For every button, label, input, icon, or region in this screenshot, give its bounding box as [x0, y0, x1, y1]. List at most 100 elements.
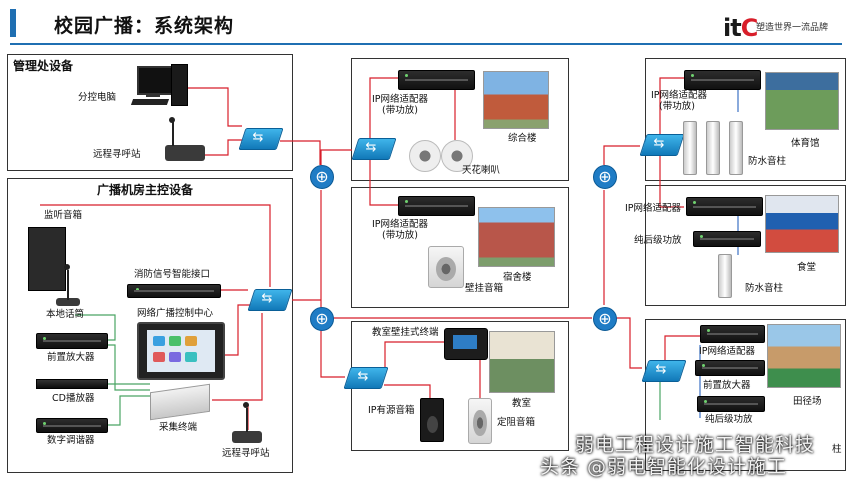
wire-right-globe-lower [615, 317, 642, 369]
control-room-title: 广播机房主控设备 [97, 183, 194, 197]
field-preamp-label: 前置放大器 [703, 380, 751, 391]
field-building-label: 田径场 [793, 396, 822, 407]
gym-adapter-label: IP网络适配器(带功放) [651, 90, 707, 112]
gym-building-label: 体育馆 [791, 138, 820, 149]
gym-column-speaker-icon-3 [729, 121, 743, 175]
network-globe-icon-left-lower: ⊕ [310, 307, 334, 331]
field-adapter-label: IP网络适配器 [699, 346, 756, 357]
fixed-speaker-icon [468, 398, 492, 444]
wire-center-switch [222, 304, 252, 356]
ceiling-speaker-icon-1 [409, 140, 441, 172]
wire-cls-switch-ipspk [384, 384, 431, 400]
fixed-speaker-label: 定阻音箱 [497, 417, 536, 428]
wire-complex-switch-dorm [369, 158, 398, 206]
gym-building-photo [765, 72, 839, 130]
gym-adapter-note: (带功放) [659, 101, 695, 112]
canteen-building-photo [765, 195, 839, 253]
gym-adapter-name: IP网络适配器 [651, 90, 708, 101]
cd-player-icon [36, 379, 108, 389]
canteen-power-amp-icon [693, 231, 761, 247]
dorm-adapter-label: IP网络适配器(带功放) [372, 219, 428, 241]
brand-logo: itC [723, 14, 758, 42]
brand-slogan: 塑造世界一流品牌 [756, 23, 829, 33]
canteen-adapter-label: IP网络适配器 [625, 203, 682, 214]
classroom-label: 教室 [512, 398, 532, 409]
network-globe-icon-right-lower: ⊕ [593, 307, 617, 331]
field-power-amp-label: 纯后级功放 [705, 414, 753, 425]
watermark-line-2: 头条 @弱电智能化设计施工 [540, 456, 788, 478]
complex-building-photo [483, 71, 549, 129]
network-globe-icon-left-upper: ⊕ [310, 165, 334, 189]
wire-gym-switch-canteen [659, 152, 684, 208]
wire-tuner-capture [107, 395, 150, 426]
complex-adapter-note: (带功放) [382, 105, 418, 116]
wire-upper-globe-gym [603, 145, 640, 165]
wire-monitor-switch [40, 204, 271, 287]
wire-globe-classroom [320, 330, 345, 378]
gym-column-speaker-icon-2 [706, 121, 720, 175]
header-divider [10, 43, 842, 45]
room-pager-label: 远程寻呼站 [222, 448, 270, 459]
wire-pager-switch [205, 139, 242, 156]
gym-column-speaker-label: 防水音柱 [748, 156, 787, 167]
field-column-speaker-label-partial: 柱 [832, 444, 842, 455]
ip-speaker-label: IP有源音箱 [368, 405, 415, 416]
field-preamp-icon [695, 360, 765, 376]
tuner-label: 数字调谐器 [47, 435, 95, 446]
ceiling-speaker-icon-2 [441, 140, 473, 172]
monitor-speaker-icon [28, 227, 66, 291]
wire-field-switch-adapter [664, 335, 700, 360]
wire-cls-switch-terminal [384, 341, 445, 372]
ip-speaker-icon [420, 398, 444, 442]
control-center-icon [137, 322, 225, 380]
monitor-speaker-label: 监听音箱 [44, 210, 83, 221]
canteen-building-label: 食堂 [797, 262, 817, 273]
complex-adapter-icon [398, 70, 475, 90]
dorm-building-label: 宿舍楼 [503, 272, 532, 283]
mgmt-switch-icon [238, 128, 284, 150]
pc-label: 分控电脑 [78, 92, 117, 103]
classroom-terminal-label: 教室壁挂式终端 [372, 327, 439, 338]
local-mic-label: 本地话筒 [46, 309, 85, 320]
dorm-adapter-icon [398, 196, 475, 216]
field-adapter-icon [700, 325, 765, 343]
gym-switch-icon [639, 134, 685, 156]
complex-adapter-name: IP网络适配器 [372, 94, 429, 105]
watermark-line-1: 弱电工程设计施工智能科技 [575, 434, 816, 456]
control-center-label: 网络广播控制中心 [137, 308, 214, 319]
wire-globe-complex [320, 149, 352, 165]
complex-building-label: 综合楼 [508, 133, 537, 144]
wire-preamp-capture [107, 344, 150, 391]
classroom-photo [489, 331, 555, 393]
dorm-wall-speaker-label: 壁挂音箱 [465, 283, 504, 294]
dorm-adapter-name: IP网络适配器 [372, 219, 429, 230]
wire-mic-preamp [75, 314, 116, 341]
tuner-icon [36, 418, 108, 433]
wire-capture-switch [212, 313, 263, 401]
network-globe-icon-right-upper: ⊕ [593, 165, 617, 189]
wire-pc-switch [186, 87, 242, 127]
canteen-adapter-icon [686, 197, 763, 216]
classroom-terminal-icon [444, 328, 488, 360]
header: 校园广播：系统架构 itC 塑造世界一流品牌 [0, 0, 852, 46]
cd-player-label: CD播放器 [52, 393, 95, 404]
mgmt-pager-label: 远程寻呼站 [93, 149, 141, 160]
canteen-column-speaker-icon [718, 254, 732, 298]
preamp-label: 前置放大器 [47, 352, 95, 363]
classroom-switch-icon [343, 367, 389, 389]
control-room-switch-icon [247, 289, 293, 311]
wire-gym-switch-adapter [659, 77, 684, 136]
fire-interface-icon [127, 284, 221, 298]
field-switch-icon [641, 360, 687, 382]
page-title: 校园广播：系统架构 [54, 15, 235, 37]
dorm-wall-speaker-icon [428, 246, 464, 288]
complex-switch-icon [351, 138, 397, 160]
gym-column-speaker-icon-1 [683, 121, 697, 175]
ceiling-speaker-label: 天花喇叭 [462, 165, 501, 176]
dorm-building-photo [478, 207, 555, 267]
fire-interface-label: 消防信号智能接口 [134, 269, 211, 280]
mgmt-title: 管理处设备 [13, 59, 74, 73]
preamp-icon [36, 333, 108, 349]
wire-mgmt-switch-globe [280, 140, 321, 165]
